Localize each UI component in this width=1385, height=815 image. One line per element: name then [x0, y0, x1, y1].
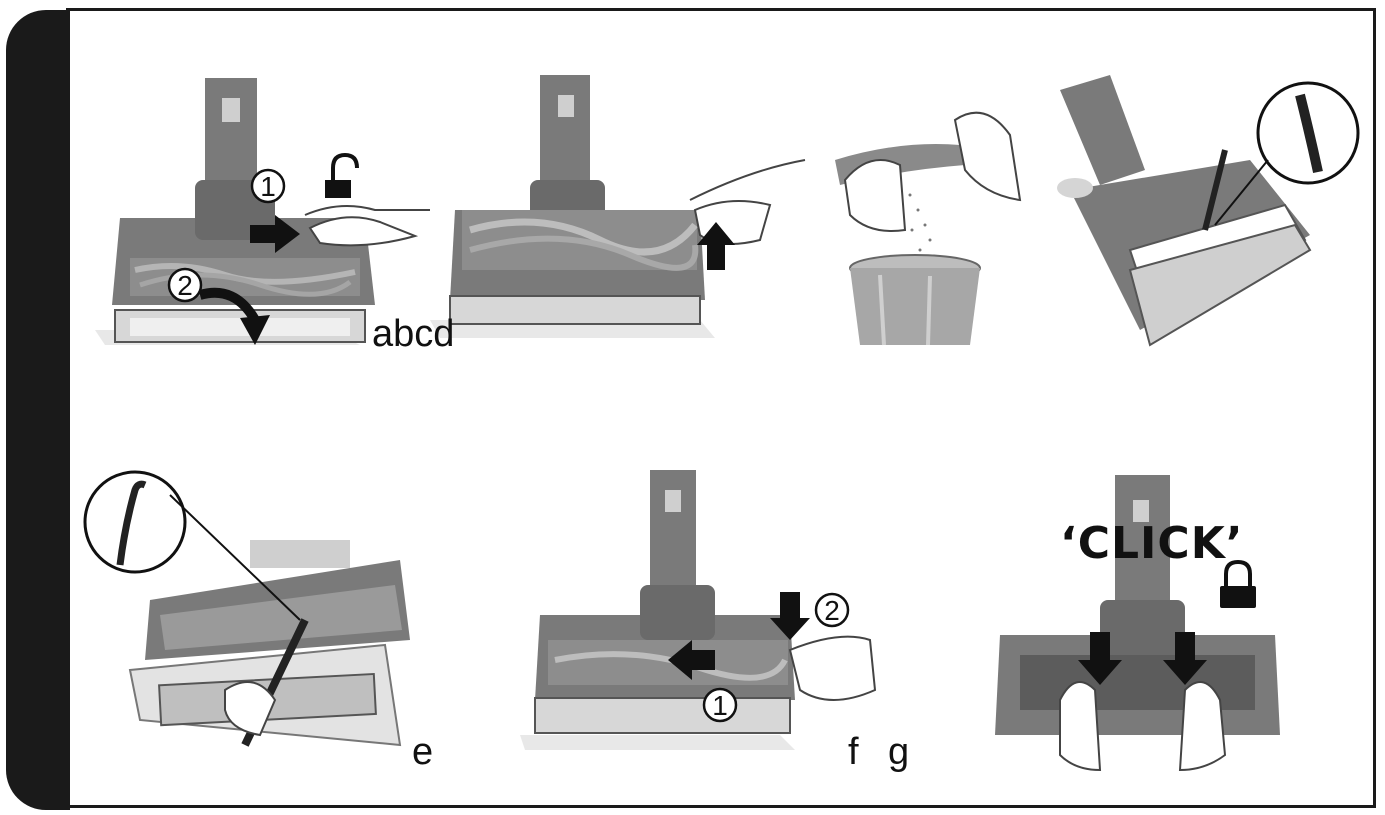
- step-2-remove-brush-roll: [430, 75, 806, 338]
- step-4-cut-tangled-hair: [1057, 75, 1360, 347]
- arrow-up-icon: [697, 222, 735, 270]
- step-6-reinsert-brush-roll: [520, 470, 877, 750]
- circled-number-text: 1: [260, 171, 276, 202]
- curved-arrow-icon: [198, 287, 270, 345]
- unlocked-padlock-icon: [325, 152, 359, 198]
- circled-number-text: 2: [177, 270, 193, 301]
- click-sound-label: ‘CLICK’: [1060, 518, 1244, 569]
- step-3-clean-hair-over-bin: [835, 111, 1022, 346]
- panel-frame: [66, 8, 1376, 808]
- arrow-down-icon: [770, 592, 810, 640]
- arrow-left-icon: [668, 640, 715, 680]
- circled-number-2: 2: [814, 592, 850, 628]
- arrow-down-icon: [1163, 632, 1207, 685]
- step-5-brush-clean-head: [83, 470, 410, 747]
- step-label-e: e: [412, 731, 434, 773]
- circled-number-1: 1: [250, 168, 286, 204]
- step-label-abcd: abcd: [372, 313, 455, 355]
- step-1-floor-head-unlock: [95, 78, 430, 345]
- step-label-f: f: [848, 731, 859, 773]
- step-7-lock-brush-cover: [995, 475, 1280, 772]
- locked-padlock-icon: [1220, 559, 1256, 608]
- circled-number-1: 1: [702, 687, 738, 723]
- side-tab: [6, 10, 70, 810]
- arrow-right-icon: [250, 215, 300, 253]
- circled-number-text: 2: [824, 595, 840, 626]
- arrow-down-icon: [1078, 632, 1122, 685]
- circled-number-text: 1: [712, 690, 728, 721]
- circled-number-2: 2: [167, 267, 203, 303]
- step-label-g: g: [888, 731, 910, 773]
